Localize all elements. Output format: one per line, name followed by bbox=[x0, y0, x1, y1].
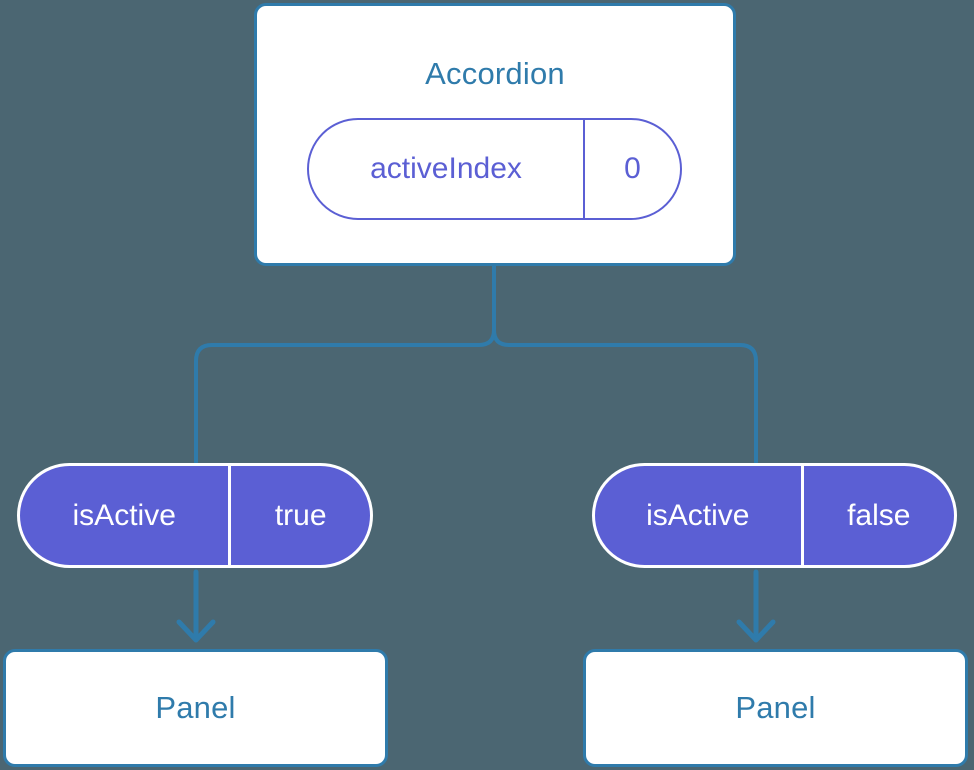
prop-value-activeindex: 0 bbox=[624, 152, 641, 185]
prop-pill-isactive-left[interactable]: isActive true bbox=[17, 463, 373, 568]
arrow-right-pill-to-panel bbox=[736, 569, 776, 643]
connector-left-branch bbox=[194, 264, 496, 464]
prop-pill-isactive-right[interactable]: isActive false bbox=[592, 463, 957, 568]
prop-key-activeindex: activeIndex bbox=[309, 120, 586, 218]
prop-key-isactive-left: isActive bbox=[20, 466, 232, 565]
prop-value-isactive-left: true bbox=[274, 498, 327, 532]
prop-key-isactive-right: isActive bbox=[595, 466, 804, 565]
component-title-panel-right: Panel bbox=[735, 690, 816, 725]
component-node-panel-right[interactable]: Panel bbox=[583, 649, 968, 767]
component-node-panel-left[interactable]: Panel bbox=[3, 649, 388, 767]
prop-value-isactive-right: false bbox=[847, 498, 911, 532]
connector-right-branch bbox=[492, 264, 758, 464]
prop-pill-activeindex[interactable]: activeIndex 0 bbox=[307, 118, 682, 220]
component-title-panel-left: Panel bbox=[155, 690, 236, 725]
component-title-accordion: Accordion bbox=[425, 56, 565, 91]
arrow-left-pill-to-panel bbox=[176, 569, 216, 643]
